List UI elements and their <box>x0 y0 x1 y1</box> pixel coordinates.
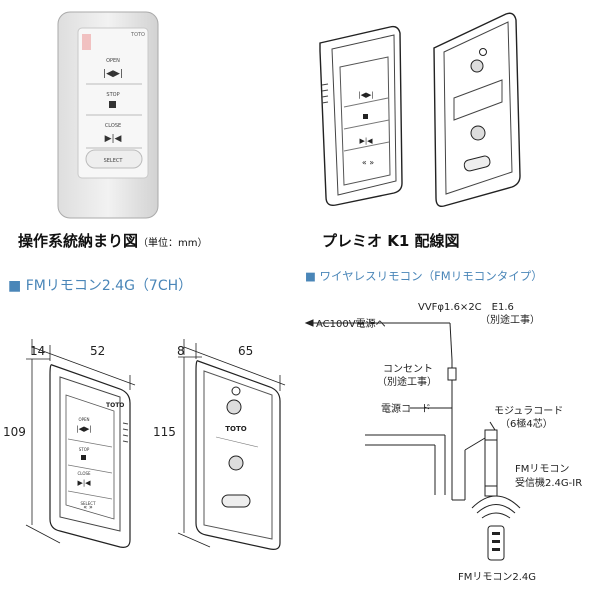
photo-open-label: OPEN <box>106 58 120 64</box>
dimension-heading: 操作系統納まり図（単位：mm） <box>18 232 208 250</box>
svg-text:▶|◀: ▶|◀ <box>359 137 373 145</box>
left-section-title: ■ FMリモコン2.4G（7CH） <box>8 278 193 294</box>
holder-dimension-drawing: TOTO <box>177 339 286 550</box>
receiver-label-2: 受信機2.4G-IR <box>515 478 583 489</box>
modular-cord-label: モジュラコード <box>494 406 564 417</box>
remote-depth-dim: 14 <box>30 344 46 358</box>
power-cord-label: 電源コード <box>381 404 431 415</box>
fm-remote-label: FMリモコン2.4G <box>458 572 537 583</box>
svg-text:▶|◀: ▶|◀ <box>77 479 91 487</box>
led-indicator <box>82 34 91 50</box>
remote-width-dim: 52 <box>90 344 106 358</box>
svg-text:STOP: STOP <box>79 447 90 452</box>
svg-text:|◀▶|: |◀▶| <box>76 425 91 433</box>
holder-brand: TOTO <box>225 425 247 433</box>
holder-iso-drawing <box>433 12 521 208</box>
remote-photo: TOTO OPEN |◀▶| STOP CLOSE ▶|◀ SELECT <box>57 11 159 219</box>
power-label: AC100V電源へ <box>316 319 386 330</box>
right-section-title: ■ ワイヤレスリモコン（FMリモコンタイプ） <box>305 269 543 283</box>
holder-height-dim: 115 <box>153 425 176 439</box>
remote-height-dim: 109 <box>3 425 26 439</box>
holder-width-dim: 65 <box>238 344 254 358</box>
modular-cord-note: （6極4芯） <box>500 419 553 430</box>
photo-brand: TOTO <box>130 32 145 38</box>
svg-text:« »: « » <box>362 158 374 167</box>
unit-note: （単位：mm） <box>138 238 208 249</box>
drawing-brand: TOTO <box>106 402 124 409</box>
remote-iso-drawing: |◀▶| ▶|◀ « » <box>319 25 403 207</box>
remote-dimension-drawing: TOTO OPEN |◀▶| STOP CLOSE ▶|◀ SELECT « » <box>25 339 136 548</box>
svg-text:CLOSE: CLOSE <box>77 471 91 476</box>
svg-text:SELECT: SELECT <box>80 501 96 506</box>
holder-depth-dim: 8 <box>177 344 185 358</box>
svg-text:« »: « » <box>83 504 93 511</box>
svg-text:▶|◀: ▶|◀ <box>105 134 122 144</box>
outlet-label: コンセント <box>383 364 433 375</box>
wiring-heading: プレミオ K1 配線図 <box>322 232 460 250</box>
svg-text:|◀▶|: |◀▶| <box>358 91 373 99</box>
svg-text:OPEN: OPEN <box>78 417 89 422</box>
photo-select-label: SELECT <box>104 158 124 164</box>
wiring-diagram <box>304 319 521 561</box>
photo-close-label: CLOSE <box>105 123 121 129</box>
cable-label: VVFφ1.6×2C E1.6 <box>418 302 514 313</box>
photo-stop-label: STOP <box>106 92 119 98</box>
receiver-label-1: FMリモコン <box>515 464 570 475</box>
cable-note: （別途工事） <box>480 315 540 326</box>
svg-text:|◀▶|: |◀▶| <box>103 69 123 79</box>
outlet-note: （別途工事） <box>377 377 437 388</box>
